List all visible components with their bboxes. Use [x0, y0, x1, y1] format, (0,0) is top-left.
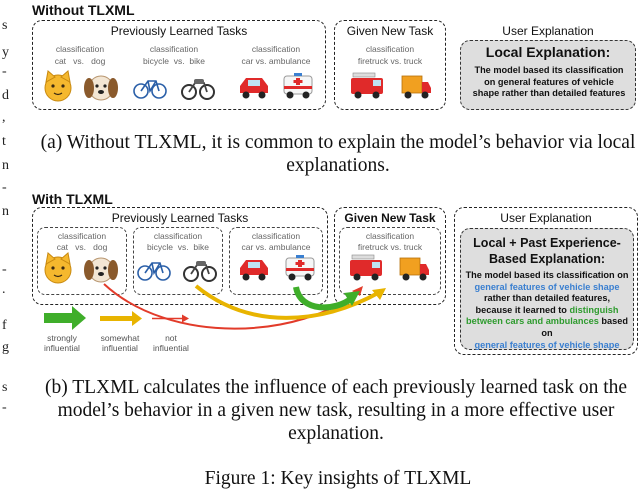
- panel-b-explanation-title-1: Local + Past Experience-: [473, 236, 621, 250]
- red-car-icon: [240, 260, 268, 281]
- left-margin-mark: t: [2, 134, 6, 149]
- panel-a-explanation-text: The model based its classification on ge…: [472, 65, 626, 99]
- left-margin-mark: y: [2, 45, 9, 60]
- caption-a: (a) Without TLXML, it is common to expla…: [40, 132, 636, 176]
- influence-arrow-medium-head: [372, 288, 386, 300]
- panel-b-previous-box: [32, 207, 328, 305]
- panel-a-explanation-box: [460, 40, 636, 110]
- panel-a-new-task-box: [334, 20, 446, 110]
- task-label: classification: [251, 231, 301, 241]
- task-label: classification: [153, 231, 203, 241]
- new-task-label: classification: [365, 231, 415, 241]
- task-label: classification: [55, 44, 105, 54]
- highlight-general-features-2: general features of vehicle shape: [474, 339, 620, 350]
- panel-b-title: With TLXML: [32, 191, 113, 207]
- cat-icon: [44, 252, 72, 284]
- panel-b-task-box-1: [37, 227, 127, 295]
- panel-b-explanation-text: The model based its classification on ge…: [465, 270, 629, 350]
- left-margin-mark: g: [2, 340, 9, 355]
- panel-b-explanation-box: [460, 228, 634, 350]
- panel-b-new-task-header: Given New Task: [344, 211, 436, 225]
- left-margin-mark: -: [2, 262, 7, 277]
- panel-a-previous-box: [32, 20, 326, 110]
- delivery-truck-icon: [401, 75, 431, 99]
- task-pair: car vs. ambulance: [241, 242, 311, 252]
- left-margin-mark: f: [2, 318, 7, 333]
- panel-b-explanation-header: User Explanation: [500, 211, 592, 225]
- left-margin-mark: -: [2, 400, 7, 415]
- dog-icon: [84, 257, 118, 283]
- new-task-pair: firetruck vs. truck: [357, 56, 423, 66]
- task-label: classification: [251, 44, 301, 54]
- legend-medium-arrow: [100, 311, 142, 326]
- figure-caption: Figure 1: Key insights of TLXML: [204, 468, 472, 489]
- influence-arrow-strong: [293, 286, 354, 311]
- bicycle-icon: [133, 80, 167, 99]
- left-margin-mark: n: [2, 204, 9, 219]
- panel-b-task-box-2: [133, 227, 223, 295]
- motorcycle-icon: [181, 79, 215, 100]
- task-pair: cat vs. dog: [54, 56, 106, 66]
- red-car-icon: [240, 78, 268, 99]
- task-pair: bicycle vs. bike: [147, 242, 209, 252]
- highlight-general-features-1: general features of vehicle shape: [474, 281, 620, 292]
- new-task-label: classification: [365, 44, 415, 54]
- task-label: classification: [57, 231, 107, 241]
- ambulance-icon: [285, 255, 315, 281]
- legend-strong-arrow: [44, 306, 86, 330]
- fire-engine-icon: [350, 254, 382, 281]
- legend-weak-label: not influential: [153, 333, 189, 353]
- influence-arrow-weak-head: [352, 286, 363, 296]
- bicycle-icon: [137, 262, 171, 281]
- new-task-pair: firetruck vs. truck: [357, 242, 423, 252]
- left-margin-mark: n: [2, 158, 9, 173]
- ambulance-icon: [283, 73, 313, 99]
- legend-strong-label: strongly influential: [44, 333, 80, 353]
- left-margin-mark: -: [2, 64, 7, 79]
- fire-engine-icon: [351, 72, 383, 99]
- motorcycle-icon: [183, 261, 217, 282]
- cat-icon: [44, 70, 72, 102]
- panel-b-new-task-box: [339, 227, 441, 295]
- left-margin-mark: -: [2, 180, 7, 195]
- left-margin-mark: s: [2, 18, 8, 33]
- panel-a-explanation-header: User Explanation: [502, 24, 594, 38]
- task-pair: car vs. ambulance: [241, 56, 311, 66]
- panel-a-previous-header: Previously Learned Tasks: [110, 24, 248, 38]
- influence-arrow-medium: [194, 284, 381, 320]
- dog-icon: [84, 75, 118, 101]
- highlight-distinguish: distinguish between cars and ambulances: [466, 304, 619, 327]
- left-margin-mark: s: [2, 380, 8, 395]
- left-margin-mark: .: [2, 282, 6, 297]
- task-pair: bicycle vs. bike: [143, 56, 205, 66]
- panel-b-previous-header: Previously Learned Tasks: [111, 211, 249, 225]
- panel-a-explanation-title: Local Explanation:: [485, 44, 611, 60]
- panel-b-new-task-outer-box: [334, 207, 446, 305]
- left-margin-mark: ,: [2, 110, 6, 125]
- left-margin-mark: d: [2, 88, 9, 103]
- caption-b: (b) TLXML calculates the influence of ea…: [44, 377, 628, 444]
- influence-arrow-strong-head: [344, 291, 360, 306]
- panel-a-title: Without TLXML: [32, 2, 135, 18]
- panel-a-new-task-header: Given New Task: [346, 24, 434, 38]
- task-pair: cat vs. dog: [56, 242, 108, 252]
- legend-weak-arrow: [152, 314, 189, 323]
- panel-b-explanation-title-2: Based Explanation:: [489, 252, 605, 266]
- panel-b-task-box-3: [229, 227, 323, 295]
- legend-medium-label: somewhat influential: [100, 333, 140, 353]
- delivery-truck-icon: [399, 257, 429, 281]
- panel-b-explanation-outer-box: [454, 207, 638, 355]
- task-label: classification: [149, 44, 199, 54]
